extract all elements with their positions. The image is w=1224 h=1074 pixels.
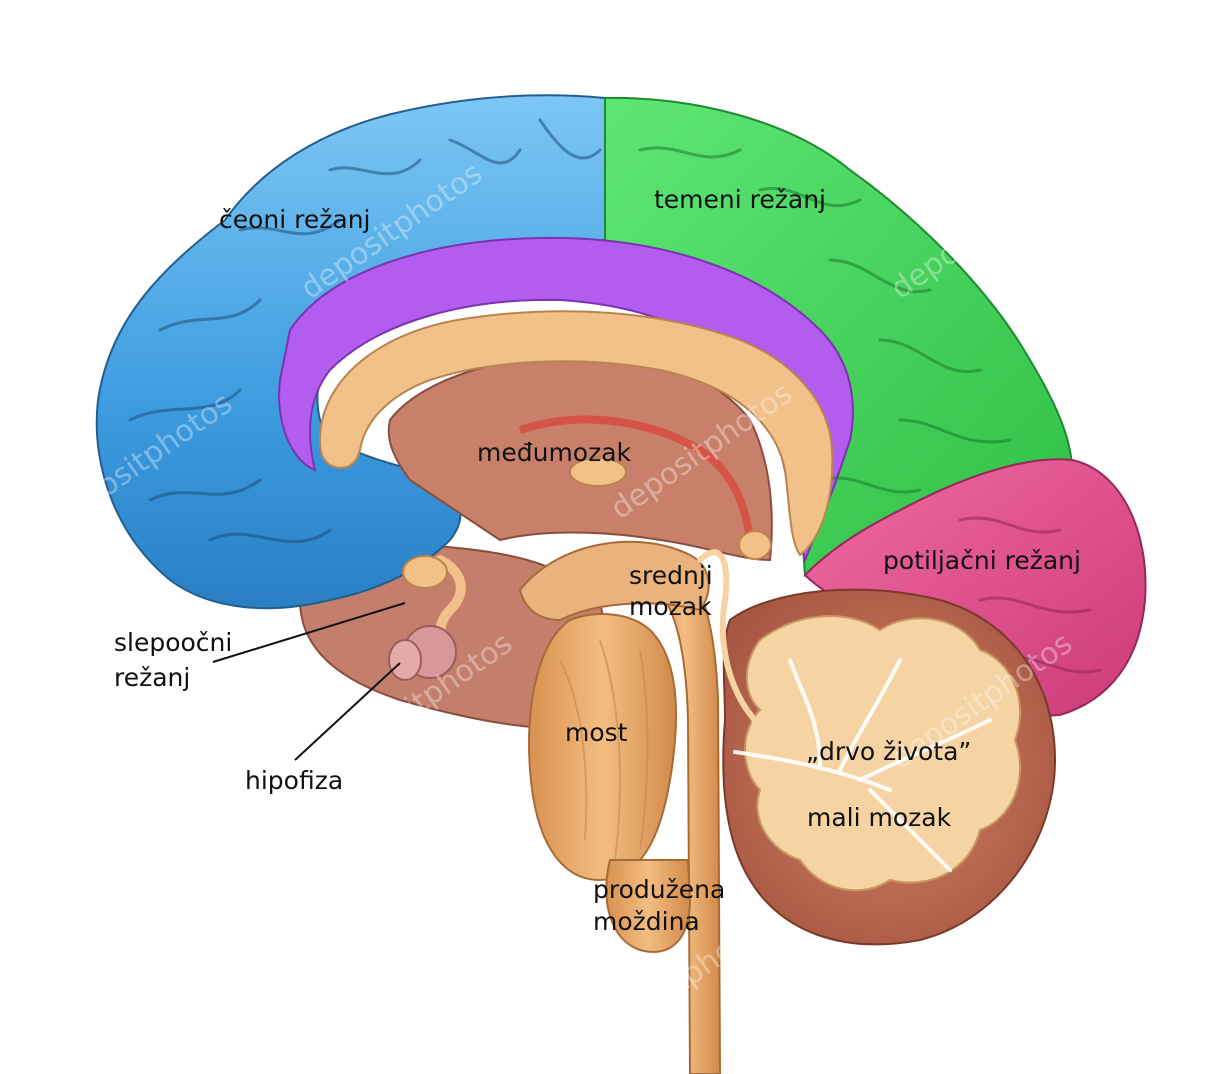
medulla-oblongata [606,860,690,952]
label-temporal-line1: slepoočni [114,628,232,657]
label-midbrain-line2: mozak [629,592,712,621]
label-midbrain-line1: srednji [629,561,713,590]
label-parietal-lobe: temeni režanj [654,185,826,214]
svg-text:depositphotos: depositphotos [5,916,199,1067]
label-tree-of-life: „drvo života” [806,737,971,766]
label-pituitary: hipofiza [245,766,343,795]
label-medulla-line1: produžena [593,875,725,904]
label-frontal-lobe: čeoni režanj [219,205,371,234]
label-medulla-line2: moždina [593,907,700,936]
optic-chiasm [403,556,447,588]
label-pons: most [565,718,628,747]
label-temporal-line2: režanj [114,663,190,692]
pineal-gland [739,531,771,559]
label-cerebellum: mali mozak [807,803,952,832]
pons [529,614,676,880]
pituitary-lobe [389,640,421,680]
label-occipital-lobe: potiljačni režanj [883,546,1081,575]
label-diencephalon: međumozak [477,438,632,467]
